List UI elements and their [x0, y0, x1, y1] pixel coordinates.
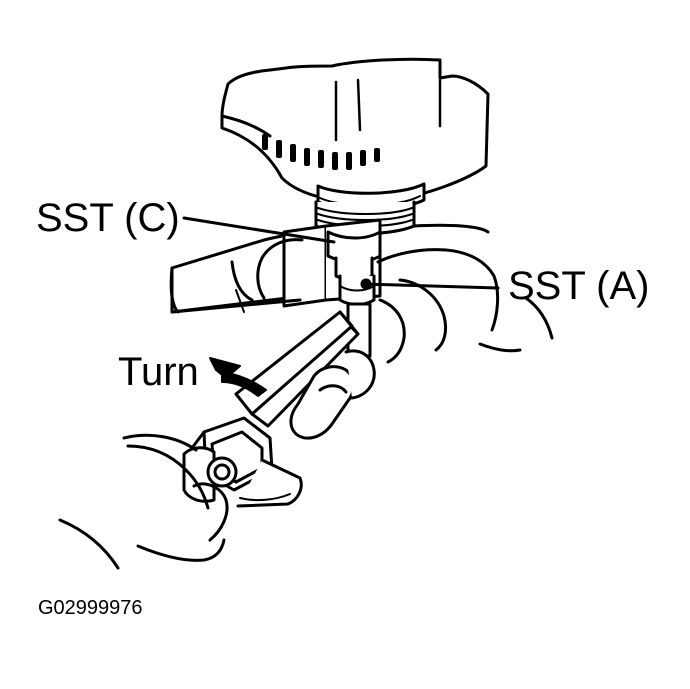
sst-c-leader: [182, 216, 336, 244]
left-upper-hand: [230, 238, 304, 302]
alternator-housing: [220, 57, 490, 211]
sst-c-label: SST (C): [36, 196, 180, 240]
curved-arrow-icon: [209, 357, 267, 397]
turn-label: Turn: [118, 350, 199, 394]
cooling-slots: [262, 134, 380, 170]
wrench-head: [182, 416, 303, 508]
sst-c-tool: [326, 230, 382, 282]
figure-id: G02999976: [38, 597, 143, 619]
lower-hand: [289, 349, 376, 440]
lower-left-hand: [58, 433, 229, 570]
sst-a-leader: [360, 278, 500, 290]
sst-a-label: SST (A): [508, 264, 650, 308]
